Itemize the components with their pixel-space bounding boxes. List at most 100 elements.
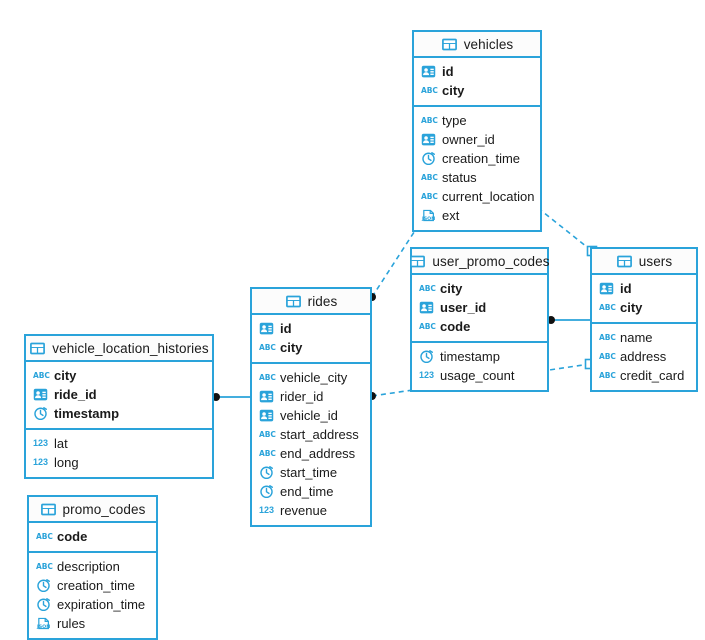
abc-icon: ABC [36,531,53,541]
crow-foot-many-marker [212,393,220,401]
field-row[interactable]: id [414,62,540,81]
field-row[interactable]: ABC address [592,347,696,366]
field-name: creation_time [442,151,521,166]
table-icon [441,36,458,53]
entity-header-vehicles[interactable]: vehicles [414,32,540,58]
field-row[interactable]: timestamp [412,347,547,366]
abc-icon: ABC [421,172,438,182]
entity-header-promo_codes[interactable]: promo_codes [29,497,156,523]
field-name: credit_card [620,368,685,383]
field-row[interactable]: id [592,279,696,298]
field-name: long [54,455,79,470]
field-row[interactable]: user_id [412,298,547,317]
field-row[interactable]: ABC code [29,527,156,546]
field-name: description [57,559,120,574]
field-row[interactable]: expiration_time [29,595,156,614]
clock-icon [36,578,51,593]
svg-text:JSON: JSON [421,216,435,222]
field-name: revenue [280,503,327,518]
clock-icon [36,597,51,612]
field-name: ext [442,208,460,223]
abc-icon: ABC [599,351,616,361]
field-row[interactable]: owner_id [414,130,540,149]
field-name: address [620,349,667,364]
attribute-section: ABC description creation_time expiration_ti… [29,551,156,638]
field-row[interactable]: creation_time [29,576,156,595]
field-row[interactable]: ABC end_address [252,444,370,463]
table-icon [40,501,57,518]
field-name: end_address [280,446,356,461]
id-card-icon [33,387,48,402]
relationship-vehiclelocationhistories-rides[interactable] [212,393,250,401]
id-card-icon [599,281,614,296]
abc-icon: ABC [421,115,438,125]
json-icon: JSON [421,208,436,223]
entity-header-users[interactable]: users [592,249,696,275]
field-row[interactable]: ABC status [414,168,540,187]
field-row[interactable]: ABC description [29,557,156,576]
field-row[interactable]: JSON ext [414,206,540,225]
crow-foot-many-marker [547,316,555,324]
field-name: expiration_time [57,597,146,612]
abc-icon: ABC [36,561,53,571]
id-card-icon [419,300,434,315]
abc-icon: ABC [259,448,276,458]
field-row[interactable]: ride_id [26,385,212,404]
connector-line [537,207,593,252]
field-name: usage_count [440,368,515,383]
field-row[interactable]: rider_id [252,387,370,406]
field-name: status [442,170,477,185]
entity-title: promo_codes [62,501,146,517]
field-row[interactable]: vehicle_id [252,406,370,425]
field-name: current_location [442,189,535,204]
field-name: ride_id [54,387,97,402]
field-row[interactable]: end_time [252,482,370,501]
field-name: vehicle_city [280,370,348,385]
field-name: code [57,529,88,544]
entity-header-user_promo_codes[interactable]: user_promo_codes [410,249,549,275]
entity-title: rides [307,293,338,309]
clock-icon [33,406,48,421]
id-card-icon [259,389,274,404]
field-row[interactable]: creation_time [414,149,540,168]
field-row[interactable]: id [252,319,370,338]
field-name: end_time [280,484,334,499]
entity-header-vehicle_location_histories[interactable]: vehicle_location_histories [26,336,212,362]
abc-icon: ABC [259,342,276,352]
field-name: code [440,319,471,334]
entity-title: vehicle_location_histories [52,340,209,356]
field-name: start_address [280,427,359,442]
abc-icon: ABC [599,332,616,342]
relationship-userpromocodes-users[interactable] [547,316,590,324]
field-row[interactable]: timestamp [26,404,212,423]
field-name: start_time [280,465,338,480]
entity-header-rides[interactable]: rides [252,289,370,315]
field-row[interactable]: start_time [252,463,370,482]
